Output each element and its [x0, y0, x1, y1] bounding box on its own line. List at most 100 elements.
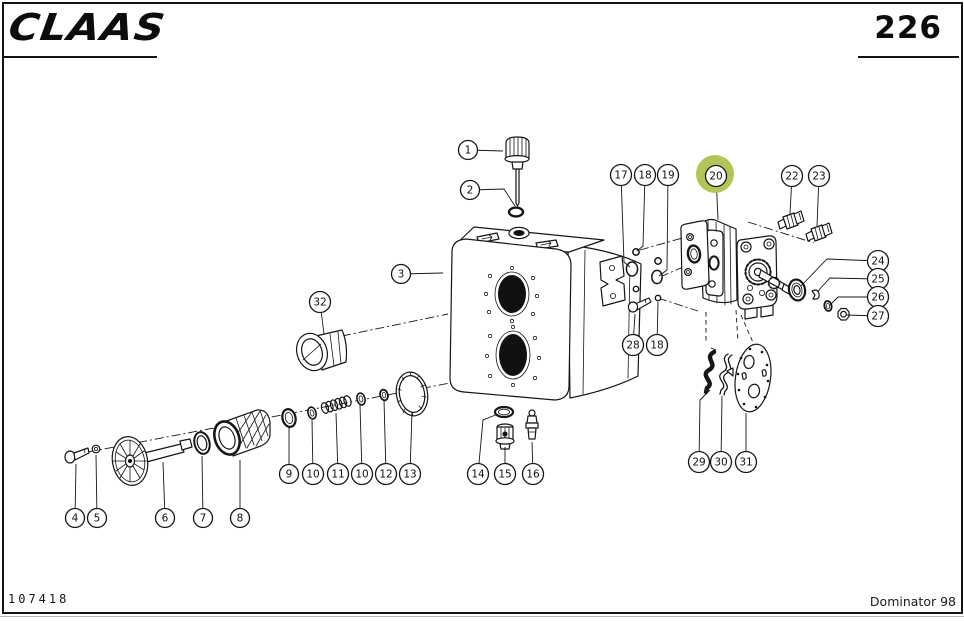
callout-5-5: 5 — [86, 454, 108, 529]
callout-11-11: 11 — [326, 412, 350, 486]
callout-10-10: 10 — [301, 419, 325, 486]
page-number: 226 — [874, 10, 942, 46]
callout-6-6: 6 — [154, 461, 176, 529]
callout-number: 5 — [94, 513, 101, 525]
callout-circle — [521, 462, 545, 486]
callout-circle — [866, 304, 890, 328]
callout-leader-line — [201, 455, 204, 519]
plate-31 — [734, 343, 772, 413]
oring-top — [507, 206, 525, 218]
callout-number: 18 — [650, 340, 663, 352]
callout-4-4: 4 — [64, 463, 86, 529]
callout-number: 23 — [812, 171, 825, 183]
callout-number: 15 — [498, 469, 511, 481]
callout-circle — [645, 333, 669, 357]
clip-25 — [811, 289, 820, 300]
callout-23-23: 23 — [807, 164, 831, 227]
callout-number: 31 — [739, 457, 752, 469]
callout-circle — [780, 164, 804, 188]
gasket-ring-13 — [395, 371, 429, 417]
callout-circle — [633, 163, 657, 187]
callout-29-30: 29 — [687, 389, 711, 474]
callout-circle — [308, 290, 332, 314]
callout-3-2: 3 — [390, 263, 444, 285]
gasket-30 — [719, 353, 734, 396]
callout-leader-line — [698, 389, 711, 463]
callout-circle — [709, 450, 733, 474]
callout-32-3: 32 — [308, 290, 332, 335]
callout-number: 27 — [871, 311, 884, 323]
callout-31-32: 31 — [734, 413, 758, 474]
callout-number: 13 — [403, 469, 416, 481]
spring-11 — [320, 395, 352, 414]
callout-circle — [459, 179, 481, 201]
fitting-22 — [777, 210, 805, 230]
callout-leader-line — [359, 404, 363, 475]
callout-30-31: 30 — [709, 395, 733, 474]
callout-circle — [154, 507, 176, 529]
callout-number: 30 — [714, 457, 727, 469]
callout-leader-line — [620, 174, 631, 268]
callout-number: 8 — [237, 513, 244, 525]
callout-number: 10 — [306, 469, 319, 481]
callout-2-1: 2 — [459, 179, 516, 207]
callout-leader-line — [658, 174, 669, 277]
callout-number: 14 — [471, 469, 485, 481]
callout-14-15: 14 — [466, 413, 499, 486]
callout-number: 16 — [526, 469, 540, 481]
callout-number: 22 — [785, 171, 798, 183]
document-number: 107418 — [8, 592, 70, 606]
callout-leader-line — [95, 454, 98, 519]
callout-circle — [278, 463, 300, 485]
callout-9-9: 9 — [278, 426, 300, 485]
callout-circle — [704, 164, 728, 188]
callout-27-27: 27 — [846, 304, 890, 328]
callout-10-12: 10 — [350, 404, 374, 486]
plug-15 — [495, 423, 515, 450]
callout-28-28: 28 — [621, 313, 645, 357]
callout-12-13: 12 — [374, 399, 398, 486]
callout-number: 9 — [286, 469, 293, 481]
callout-number: 18 — [638, 170, 651, 182]
hydraulic-tank — [449, 226, 642, 401]
callout-number: 3 — [398, 269, 405, 281]
callout-18-19: 18 — [633, 163, 657, 252]
callout-leader-line — [829, 296, 878, 306]
callout-circle — [687, 450, 711, 474]
callout-24-24: 24 — [800, 249, 890, 287]
callout-circle — [390, 263, 412, 285]
callout-number: 20 — [709, 171, 722, 183]
seal-24 — [787, 278, 807, 302]
callout-13-14: 13 — [398, 411, 422, 486]
plate-rim-holes — [736, 347, 770, 409]
callout-number: 12 — [379, 469, 392, 481]
washer-5 — [91, 444, 101, 454]
callout-circle — [86, 507, 108, 529]
callout-number: 32 — [313, 297, 326, 309]
callout-number: 2 — [467, 185, 474, 197]
callout-1-0: 1 — [457, 139, 504, 161]
callout-circle — [457, 139, 479, 161]
callout-16-17: 16 — [521, 441, 545, 486]
filter-cartridge — [213, 409, 271, 457]
callout-circle — [621, 333, 645, 357]
tank-bracket — [599, 255, 626, 307]
callout-number: 4 — [72, 513, 79, 525]
callout-26-26: 26 — [829, 285, 890, 309]
callout-leader-line — [469, 188, 516, 207]
hydraulic-pump — [680, 218, 792, 320]
scan-edge — [0, 616, 964, 617]
callout-number: 24 — [871, 256, 885, 268]
callout-number: 19 — [661, 170, 674, 182]
seal-9 — [281, 408, 297, 428]
callout-20-21: 20 — [696, 155, 734, 221]
logo-underline — [4, 56, 157, 58]
callout-number: 28 — [626, 340, 639, 352]
callout-leader-line — [383, 399, 387, 475]
callout-circle — [64, 507, 86, 529]
callout-number: 10 — [355, 469, 368, 481]
washer-10a — [307, 406, 317, 420]
callout-number: 1 — [465, 145, 472, 157]
bolt-4 — [64, 447, 90, 464]
